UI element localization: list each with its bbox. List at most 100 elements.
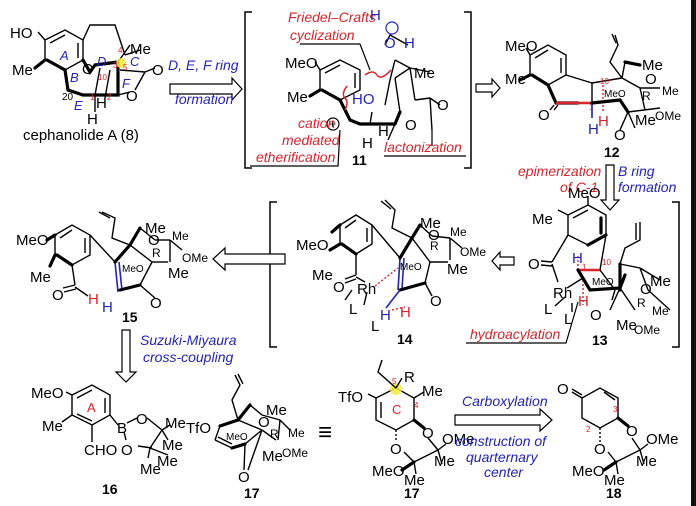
retrosynthetic-arrow-icon [491,250,515,272]
label-hydroacylation: hydroacylation [470,326,560,342]
label-b-formation: formation [618,179,677,195]
retrosynthetic-arrow-icon [454,407,553,433]
equivalence-icon: ≡ [318,419,332,446]
retro-arrow-8-11: D, E, F ring formation [168,57,243,107]
position-2: 2 [586,425,591,434]
retrosynthetic-arrow-icon [169,76,243,102]
ring-label-f: F [122,76,131,91]
atom-o: O [422,425,434,442]
atom-h-red: H [598,113,609,130]
atom-h-blue: H [102,299,113,316]
compound-label-8: cephanolide A (8) [23,127,139,144]
cation-plus: + [329,117,336,131]
label-cyclization: cyclization [290,27,355,43]
position-1: 1 [582,263,587,272]
bracket-left-icon [244,11,252,169]
cation-plus-icon [326,117,340,131]
friedel-crafts-curved-arrow-icon [364,69,392,78]
atom-me: Me [635,112,656,129]
atom-o: O [136,411,148,428]
atom-l: L [564,311,572,328]
atom-h-red: H [88,291,99,308]
atom-o: O [626,423,638,440]
position-4: 4 [414,401,419,410]
label-center: center [484,464,524,480]
atom-o-bridge: O [614,127,626,144]
atom-me: Me [650,273,671,290]
ring-label-a: A [59,48,69,63]
atom-me: Me [172,229,189,243]
atom-meo: MeO [16,232,49,249]
compound-label-17: 17 [404,485,420,501]
atom-o-acyl: O [333,279,345,296]
atom-meo-inner: MeO [400,262,422,273]
atom-me: Me [662,84,679,98]
atom-l: L [544,301,552,318]
atom-o: O [82,61,94,78]
compound-12: MeO Me O H H Me O R Me MeO Me OMe O 1 10… [505,33,681,160]
compound-14: MeO Me O Rh L L H H Me O R Me OMe MeO Me… [296,199,486,347]
atom-r: R [637,296,646,310]
atom-meo-inner: MeO [226,432,248,443]
atom-r: R [430,239,439,253]
atom-l: L [371,318,379,335]
atom-me: Me [162,437,183,454]
label-friedel-crafts: Friedel–Crafts [288,9,376,25]
atom-o-aldehyde: O [52,287,64,304]
compound-16: MeO Me CHO B O O Me Me Me Me A 16 [31,384,186,497]
atom-me: Me [157,453,178,470]
atom-h-blue: H [588,121,599,138]
atom-me: Me [168,265,189,282]
atom-o-bridge: O [430,293,442,310]
compound-label-18: 18 [606,485,622,501]
compound-label-17: 17 [244,485,260,501]
atom-me: Me [447,261,468,278]
atom-rh: Rh [553,285,572,302]
c5-highlight [116,58,126,68]
atom-tfo: TfO [338,389,363,406]
atom-o: O [390,441,402,458]
atom-o-bridge: O [238,469,250,486]
compound-label-14: 14 [397,331,413,347]
atom-o: O [594,441,606,458]
atom-o: O [645,71,657,88]
atom-meo-inner: MeO [604,89,626,100]
label-etherification: etherification [256,149,336,165]
atom-ome: OMe [442,431,475,448]
atom-r: R [404,369,415,386]
ring-label-a: A [87,400,96,415]
atom-meo: MeO [372,463,405,480]
label-quarternary: quarternary [466,449,539,465]
atom-h-blue: H [572,250,583,267]
retrosynthetic-arrow-icon [475,77,501,99]
compound-18: O O O OMe Me MeO Me 2 3 18 [557,381,679,501]
atom-me: Me [505,71,526,88]
ring-label-c: C [392,402,401,417]
atom-h-aldehyde: H [404,35,415,52]
atom-meo: MeO [285,55,318,72]
position-1: 1 [90,93,95,102]
label-carboxylation: Carboxylation [462,393,548,409]
atom-me: Me [262,448,283,465]
image-edge-strip [691,0,696,506]
atom-o-lactone: O [437,97,449,114]
atom-r: R [270,427,279,441]
atom-me: Me [165,415,186,432]
atom-h: H [87,111,98,128]
atom-me: Me [145,220,166,237]
atom-h: H [378,123,389,140]
atom-me: Me [616,317,637,334]
atom-o-ring: O [405,117,417,134]
atom-ho: HO [10,25,33,42]
atom-me: Me [30,269,51,286]
atom-me: Me [642,57,663,74]
atom-me: Me [422,383,443,400]
atom-me: Me [287,89,308,106]
ring-label-c: C [130,54,140,69]
position-10: 10 [600,77,609,86]
compound-17-flat: TfO R Me O O OMe Me MeO Me C 5 4 17 [338,359,475,501]
atom-tfo: TfO [186,420,211,437]
atom-o-plus: O [384,35,396,52]
atom-o: O [148,232,160,249]
position-4: 4 [118,46,123,55]
